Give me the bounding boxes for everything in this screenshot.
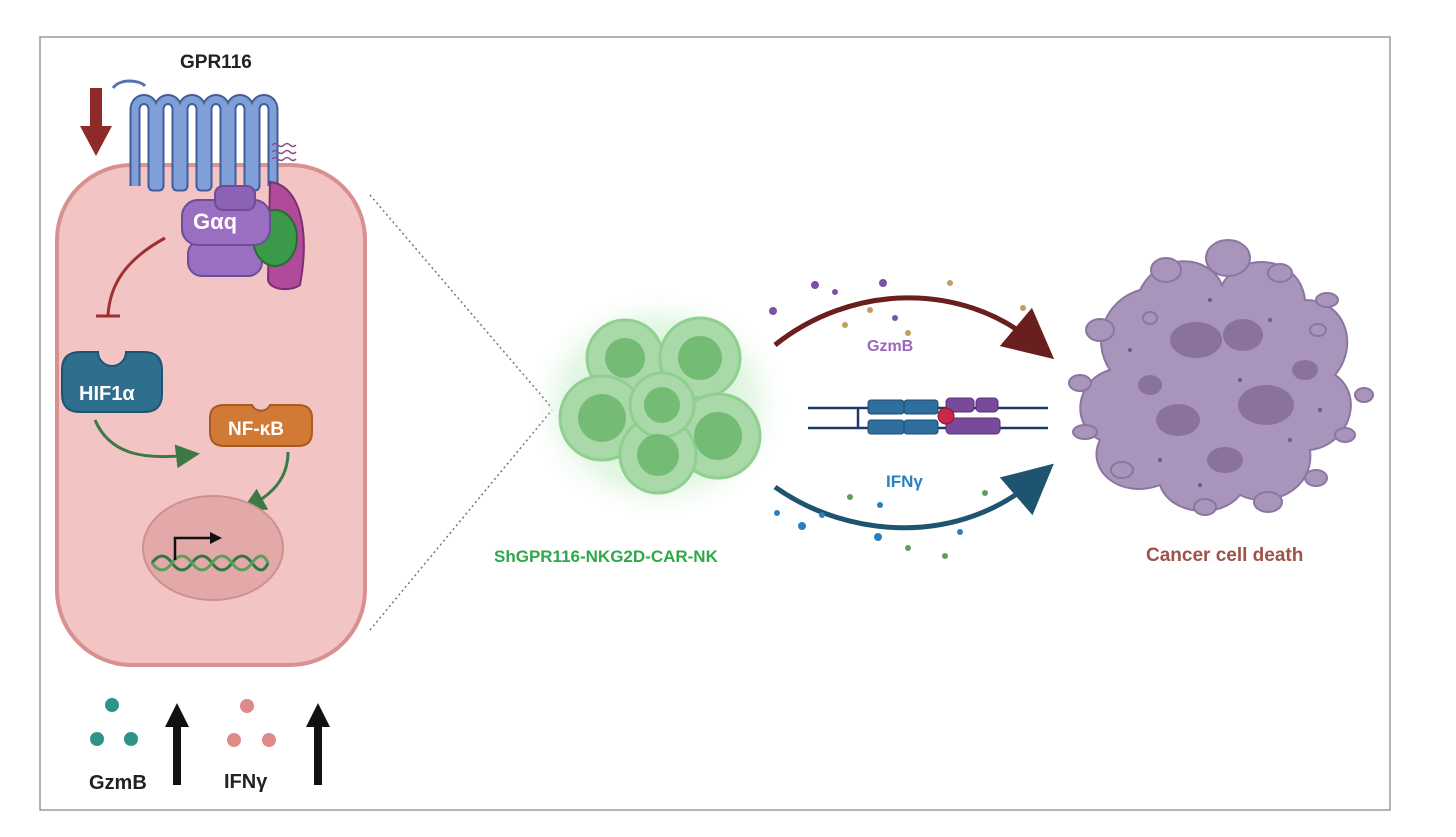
cancer-cell-speckles	[1128, 298, 1322, 487]
g-protein-complex-icon	[181, 180, 305, 291]
zoom-line	[369, 194, 553, 409]
receptor-label: GPR116	[180, 52, 252, 73]
gzmb-dots-icon	[90, 698, 138, 746]
translocation-arrow-icon	[241, 451, 290, 511]
ifng-release-arrow	[773, 463, 1054, 559]
nk-cell-cluster-icon	[523, 287, 793, 523]
nkg2d-car-receptor-icon	[808, 397, 1048, 435]
g-protein-label: Gαq	[193, 209, 237, 234]
inhibition-line-icon	[96, 236, 166, 318]
dying-cancer-cell-icon	[1068, 239, 1374, 516]
gzmb-release-arrow	[769, 279, 1055, 360]
bottom-gzmb-label: GzmB	[89, 772, 147, 794]
hif-label: HIF1α	[79, 383, 135, 405]
dna-icon	[150, 532, 270, 572]
down-arrow-icon	[80, 88, 112, 156]
hif1a-icon	[61, 351, 163, 413]
bottom-ifng-label: IFNγ	[224, 771, 268, 793]
activation-arrow-icon	[93, 419, 200, 469]
up-arrow-icon	[306, 703, 330, 785]
cancer-death-label: Cancer cell death	[1146, 545, 1303, 566]
gzmb-arrow-label: GzmB	[867, 338, 913, 355]
ifng-dots-icon	[227, 699, 276, 747]
nk-cells-label: ShGPR116-NKG2D-CAR-NK	[494, 547, 719, 566]
cell-panel: GPR116 Gαq HIF1α NF-κB	[55, 52, 367, 794]
nucleus	[142, 495, 284, 601]
nfkb-icon	[209, 404, 313, 447]
cancer-cell-fragments	[1138, 319, 1318, 473]
ifng-arrow-label: IFNγ	[886, 472, 923, 491]
nfkb-label: NF-κB	[228, 419, 284, 440]
up-arrow-icon	[165, 703, 189, 785]
